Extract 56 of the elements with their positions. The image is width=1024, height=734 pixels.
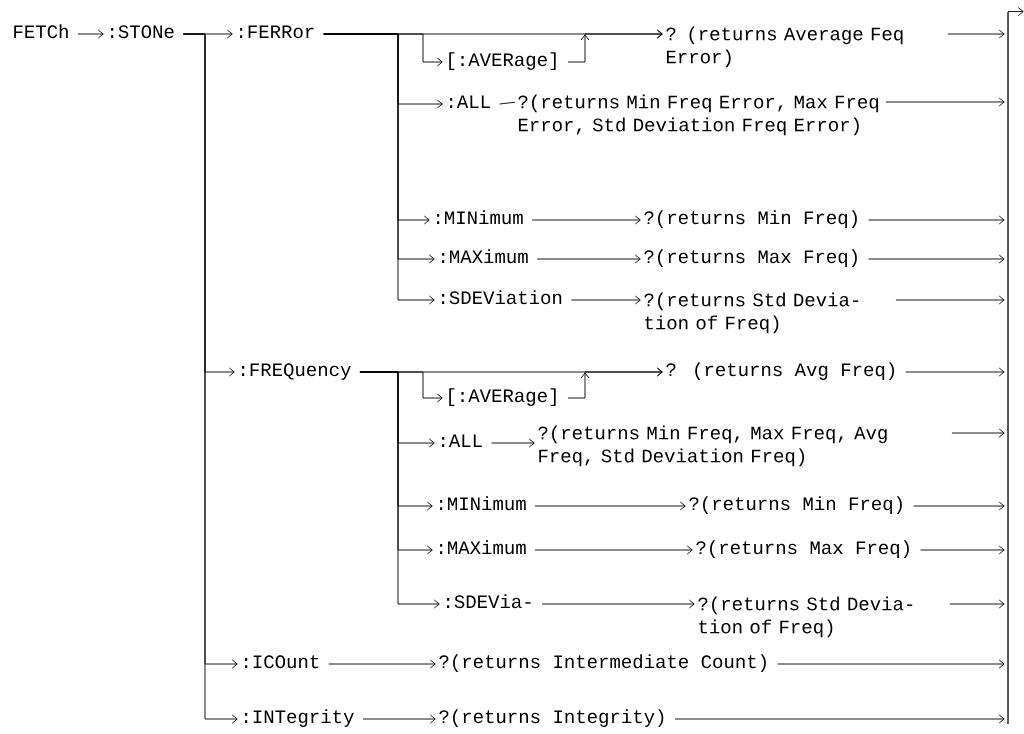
arrow [868,215,1005,225]
arrow [323,33,435,305]
arrow [359,371,440,609]
arrow [777,659,1005,669]
arrow [947,29,1005,39]
arrow [534,501,686,511]
command-label: [:AVERage] [449,52,556,70]
response-text: ? (returns Average Feq Error) [666,26,903,68]
response-text: ?(returns Min Freq) [689,496,902,514]
command-label: :ALL [450,95,490,108]
arrow [905,367,1005,377]
arrow [868,254,1005,264]
command-label: :FERRor [240,25,314,39]
response-text: ?(returns Intermediate Count) [439,654,766,672]
arrow [491,438,535,448]
arrow [570,295,641,305]
arrow [534,545,693,555]
connector-line [499,101,516,105]
arrow [674,714,1005,724]
arrow [536,254,641,264]
response-text: ?(returns Max Freq) [696,540,909,558]
command-label: :MAXimum [442,249,528,264]
response-text: ?(returns Integrity) [439,709,664,727]
command-label: FETCh [14,24,68,39]
response-text: ?(returns Std Devia- tion of Freq) [644,292,859,334]
arrow [1007,7,1024,16]
response-text: ?(returns Min Freq) [644,210,857,228]
command-label: :INTegrity [245,709,354,727]
command-label: :ICOunt [245,655,319,669]
arrow [541,599,695,609]
command-label: :MINimum [440,496,526,511]
response-text: ?(returns Std Devia- tion of Freq) [698,596,913,638]
command-label: :STONe [111,25,174,39]
command-label: :ALL [442,434,482,447]
arrow [895,295,1005,305]
command-label: :MINimum [437,210,523,225]
command-label: :MAXimum [440,540,526,555]
arrow [531,215,641,225]
arrow [885,97,1005,107]
arrow [328,659,436,669]
response-text: ?(returns Min Freq Error, Max Freq Error, Std Deviation Freq Error) [518,94,879,136]
response-text: ? (returns Avg Freq) [666,362,895,380]
command-label: :SDEViation [442,290,562,305]
arrow [362,714,436,724]
arrow [951,428,1005,438]
response-text: ?(returns Max Freq) [644,249,857,267]
arrow [77,29,104,39]
response-text: ?(returns Min Freq, Max Freq, Avg Freq, Std Deviation Freq) [538,425,887,467]
arrow [567,29,663,63]
arrow [920,545,1005,555]
arrow [913,501,1005,511]
command-label: [:AVERage] [449,388,556,406]
command-label: :FREQuency [242,363,351,380]
arrow [567,367,663,399]
arrow [949,599,1005,609]
command-label: :SDEVia- [447,594,531,609]
